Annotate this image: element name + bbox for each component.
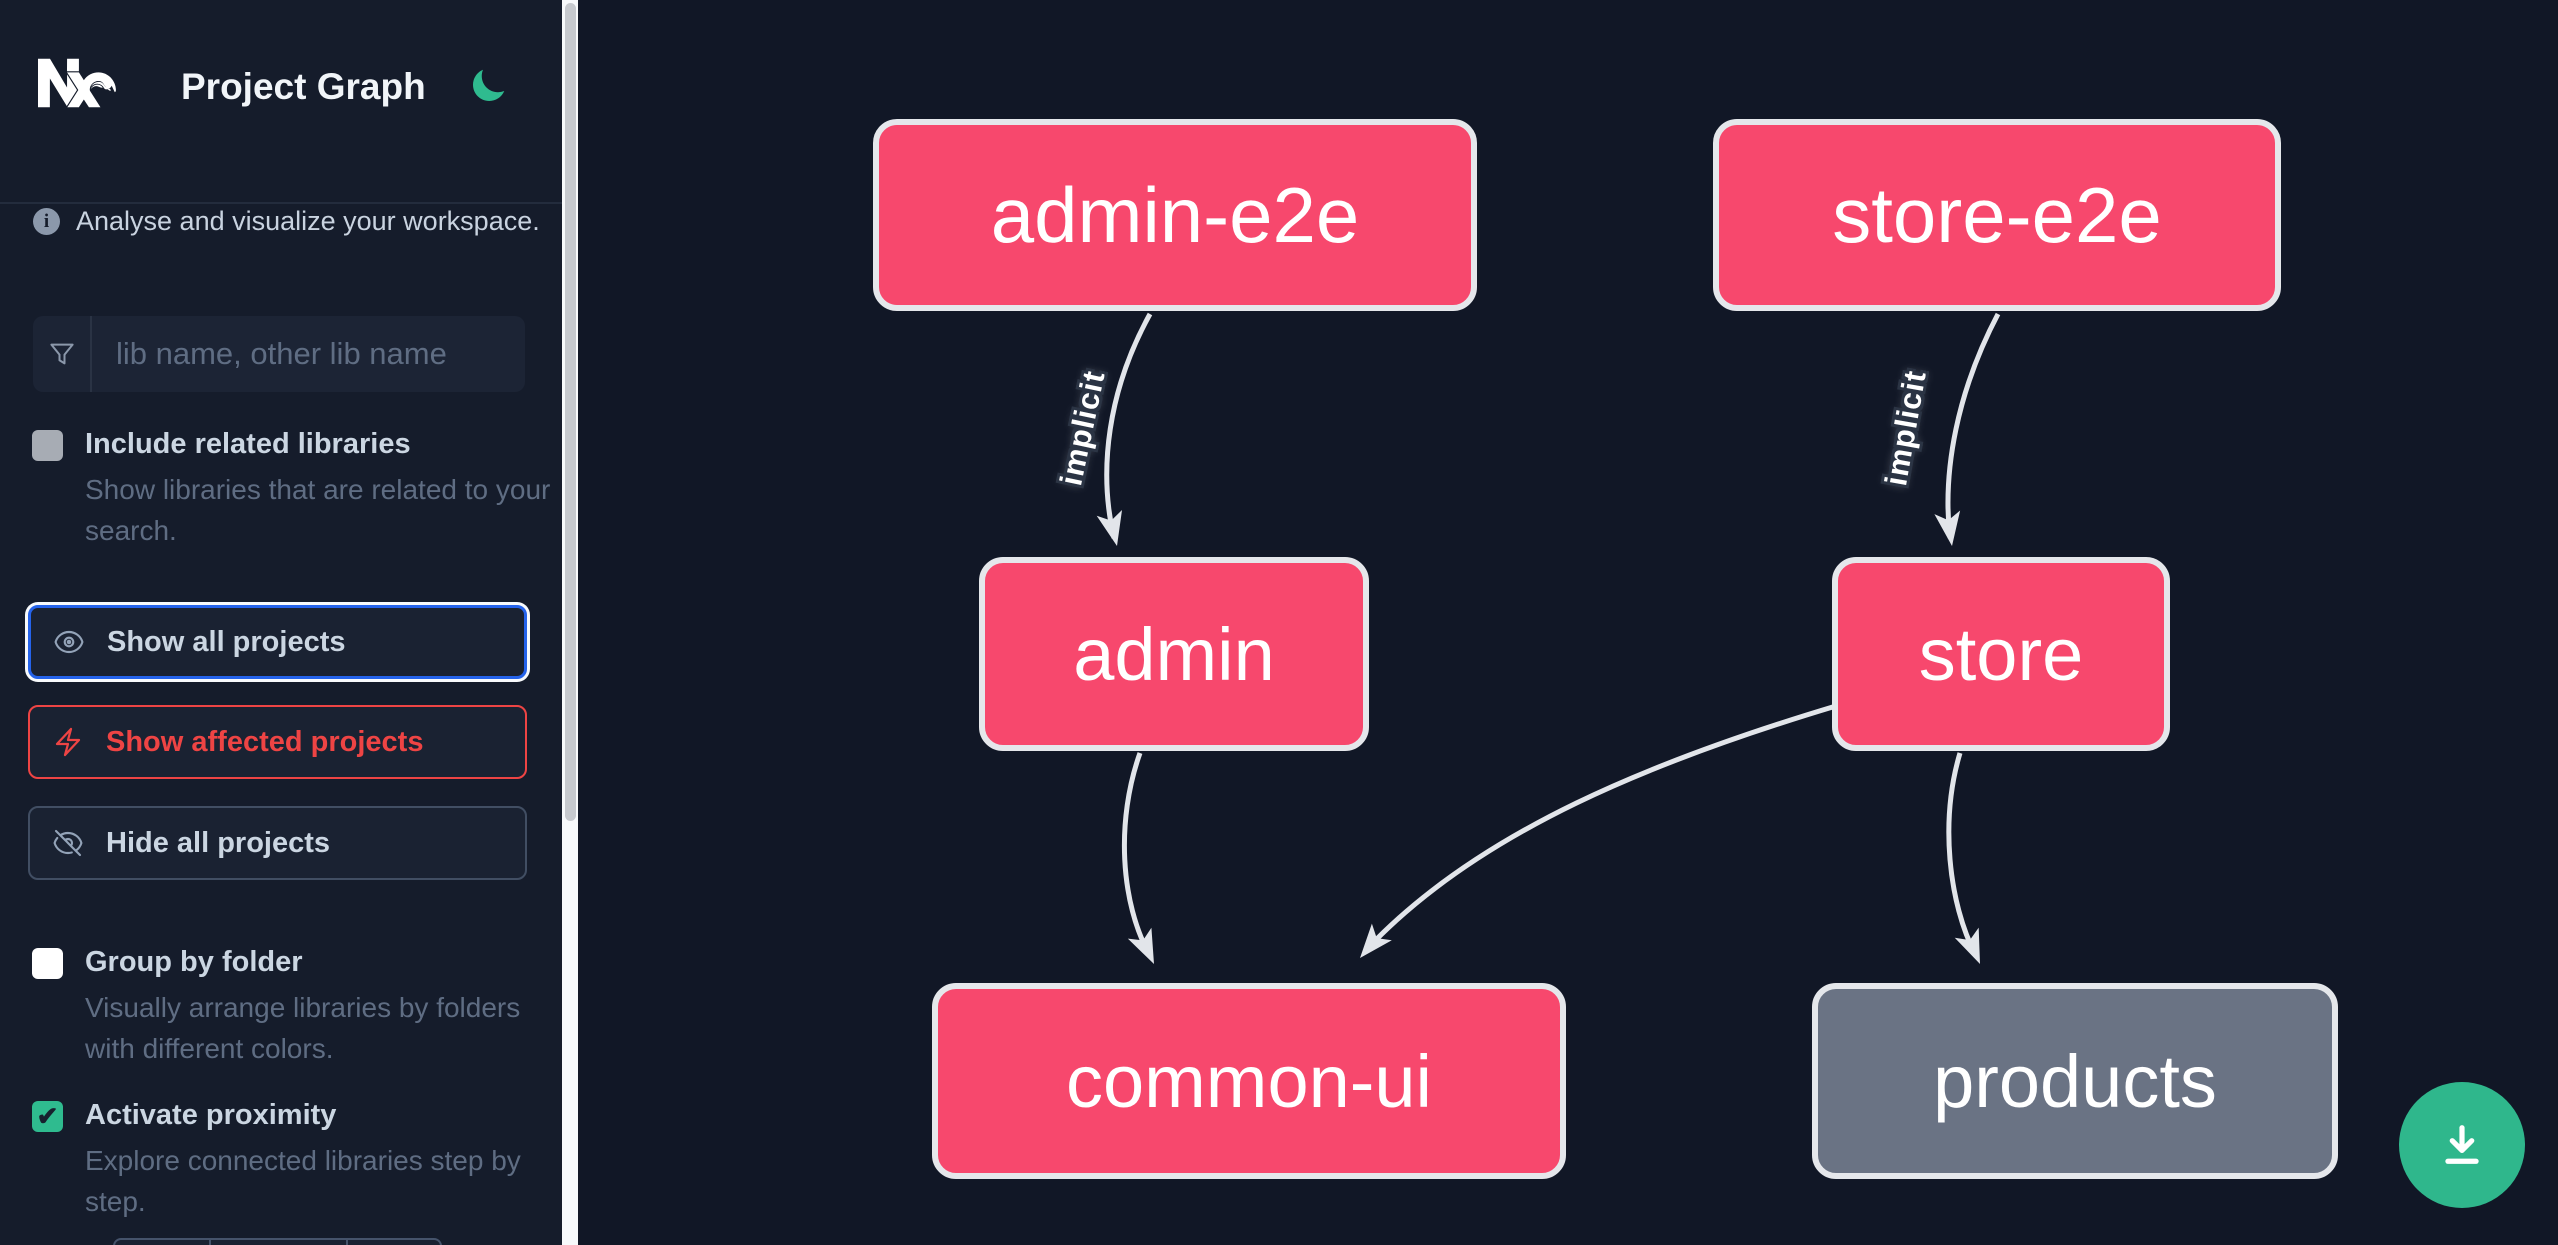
depth-control-segment[interactable] bbox=[115, 1240, 211, 1245]
header-divider bbox=[0, 202, 562, 204]
show-affected-projects-label: Show affected projects bbox=[106, 725, 424, 758]
tagline-row: i Analyse and visualize your workspace. bbox=[33, 206, 540, 237]
proximity-depth-control[interactable] bbox=[113, 1238, 442, 1245]
eye-icon bbox=[54, 630, 84, 654]
sidebar: Project Graph i Analyse and visualize yo… bbox=[0, 0, 562, 1245]
depth-control-segment[interactable] bbox=[211, 1240, 348, 1245]
sidebar-scrollbar-track[interactable] bbox=[562, 0, 578, 1245]
activate-proximity-description: Explore connected libraries step by step… bbox=[85, 1145, 521, 1217]
show-all-projects-label: Show all projects bbox=[107, 625, 346, 658]
tagline-text: Analyse and visualize your workspace. bbox=[76, 206, 540, 236]
graph-node-common-ui[interactable]: common-ui bbox=[932, 983, 1566, 1179]
nx-logo bbox=[38, 58, 116, 108]
edge-admin-to-common-ui[interactable] bbox=[1121, 752, 1153, 958]
edge-store-e2e-to-store[interactable] bbox=[1945, 312, 2001, 539]
arrowhead-icon bbox=[1954, 927, 1980, 964]
graph-node-products[interactable]: products bbox=[1812, 983, 2338, 1179]
group-by-folder-checkbox[interactable] bbox=[32, 948, 63, 979]
edge-store-to-common-ui[interactable] bbox=[1366, 703, 1837, 950]
arrowhead-icon bbox=[1360, 923, 1392, 958]
funnel-icon bbox=[49, 343, 74, 365]
save-image-button[interactable] bbox=[2399, 1082, 2525, 1208]
activate-proximity-checkbox[interactable]: ✔ bbox=[32, 1101, 63, 1132]
include-related-description: Show libraries that are related to your … bbox=[85, 474, 551, 546]
graph-node-admin[interactable]: admin bbox=[979, 557, 1369, 751]
arrowhead-icon bbox=[1934, 510, 1961, 546]
search-box bbox=[33, 316, 525, 392]
page-title: Project Graph bbox=[181, 66, 426, 107]
group-by-folder-description: Visually arrange libraries by folders wi… bbox=[85, 992, 521, 1064]
arrowhead-icon bbox=[1127, 927, 1154, 964]
moon-icon bbox=[473, 69, 505, 101]
info-icon: i bbox=[33, 208, 60, 235]
graph-node-admin-e2e[interactable]: admin-e2e bbox=[873, 119, 1477, 311]
search-input[interactable] bbox=[92, 316, 525, 392]
group-by-folder-label: Group by folder bbox=[85, 946, 303, 978]
download-icon bbox=[2445, 1125, 2479, 1164]
bolt-icon bbox=[55, 727, 81, 757]
filter-segment bbox=[33, 316, 92, 392]
hide-all-projects-label: Hide all projects bbox=[106, 826, 331, 859]
include-related-label: Include related libraries bbox=[85, 428, 411, 460]
activate-proximity-label: Activate proximity bbox=[85, 1099, 337, 1131]
graph-node-store[interactable]: store bbox=[1832, 557, 2170, 751]
arrowhead-icon bbox=[1096, 509, 1123, 546]
theme-toggle-button[interactable] bbox=[468, 66, 508, 106]
edge-admin-e2e-to-admin[interactable] bbox=[1104, 312, 1153, 539]
eye-slash-icon bbox=[53, 829, 83, 857]
depth-control-segment[interactable] bbox=[348, 1240, 440, 1245]
sidebar-scrollbar-thumb[interactable] bbox=[564, 3, 576, 821]
graph-node-store-e2e[interactable]: store-e2e bbox=[1713, 119, 2281, 311]
edge-store-to-products[interactable] bbox=[1946, 752, 1979, 958]
include-related-checkbox[interactable] bbox=[32, 430, 63, 461]
show-all-projects-button[interactable]: Show all projects bbox=[28, 605, 527, 679]
show-affected-projects-button[interactable]: Show affected projects bbox=[28, 705, 527, 779]
hide-all-projects-button[interactable]: Hide all projects bbox=[28, 806, 527, 880]
